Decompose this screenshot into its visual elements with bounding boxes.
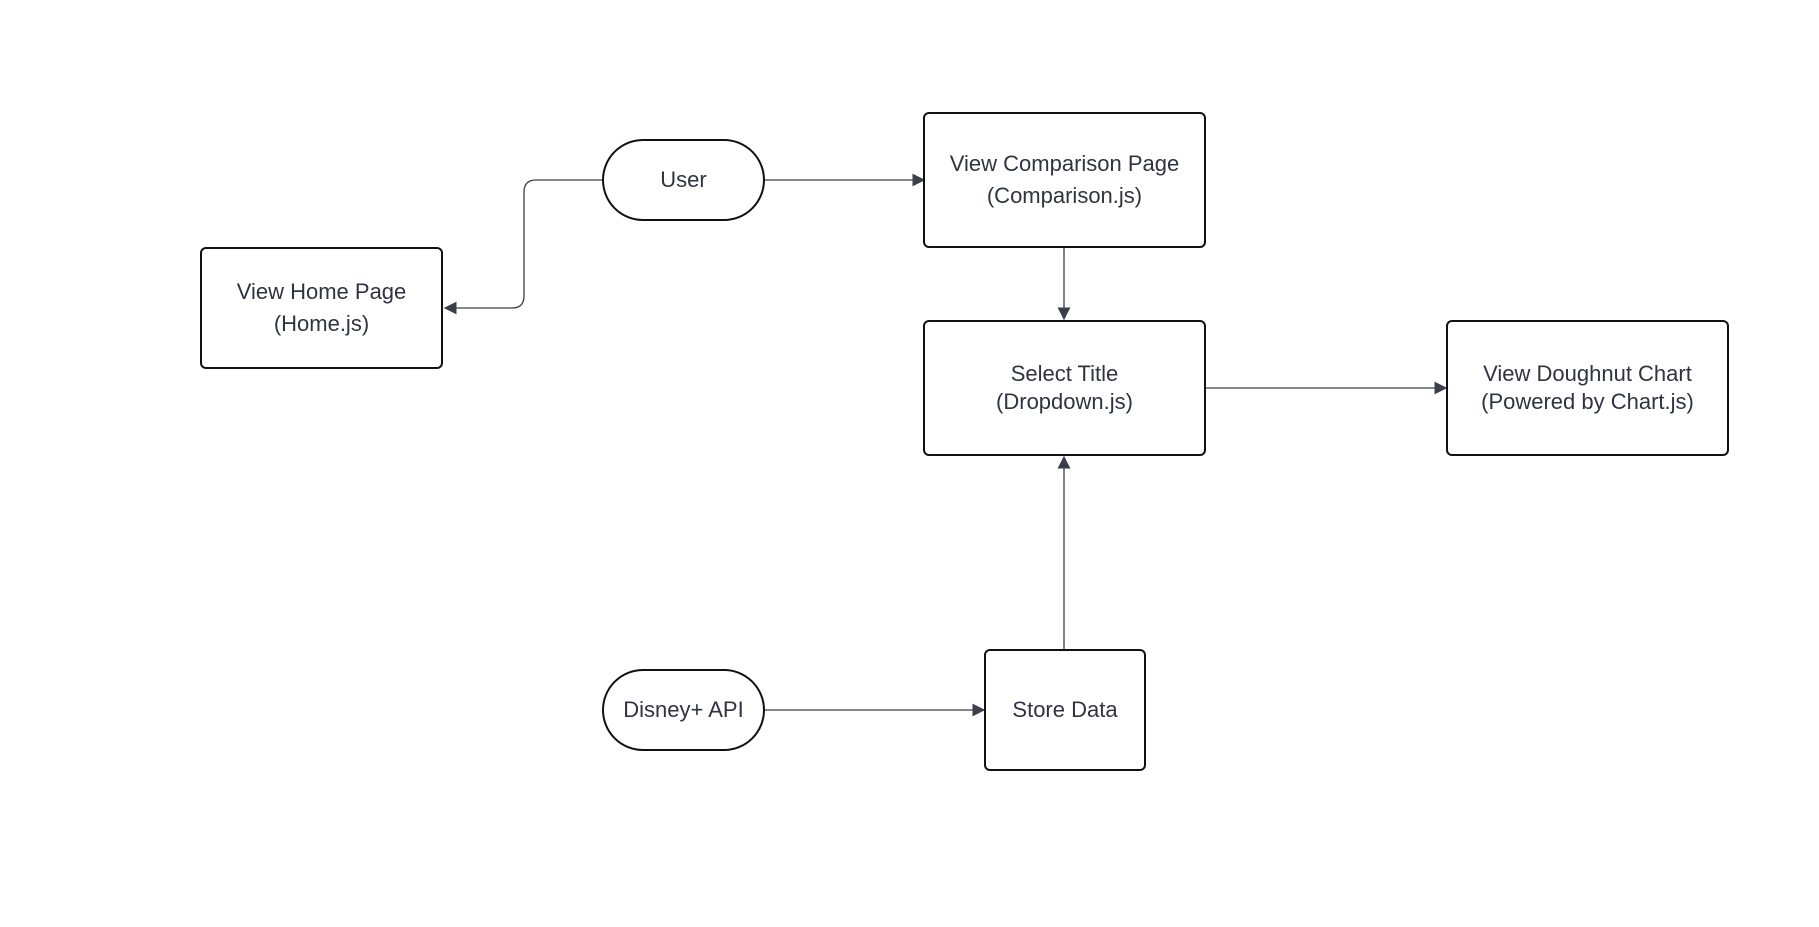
node-disney-api-label: Disney+ API xyxy=(623,697,744,722)
node-home-page: View Home Page (Home.js) xyxy=(200,247,443,369)
node-store-data-label: Store Data xyxy=(1012,697,1118,722)
node-disney-api: Disney+ API xyxy=(602,669,765,751)
node-select-title-line-1: Select Title xyxy=(1010,361,1119,386)
node-doughnut-chart-line-1: View Doughnut Chart xyxy=(1483,361,1692,386)
node-select-title: Select Title (Dropdown.js) xyxy=(923,320,1206,456)
node-user: User xyxy=(602,139,765,221)
node-doughnut-chart: View Doughnut Chart (Powered by Chart.js… xyxy=(1446,320,1729,456)
node-doughnut-chart-line-2: (Powered by Chart.js) xyxy=(1481,389,1694,414)
node-comparison-page: View Comparison Page (Comparison.js) xyxy=(923,112,1206,248)
node-home-page-line-1: View Home Page xyxy=(236,279,407,304)
node-store-data: Store Data xyxy=(984,649,1146,771)
node-select-title-line-2: (Dropdown.js) xyxy=(996,389,1133,414)
edge-user-to-home xyxy=(443,179,603,315)
node-comparison-page-line-1: View Comparison Page xyxy=(949,151,1180,176)
node-comparison-page-line-2: (Comparison.js) xyxy=(986,183,1143,208)
node-user-label: User xyxy=(660,167,707,192)
node-home-page-line-2: (Home.js) xyxy=(273,311,370,336)
